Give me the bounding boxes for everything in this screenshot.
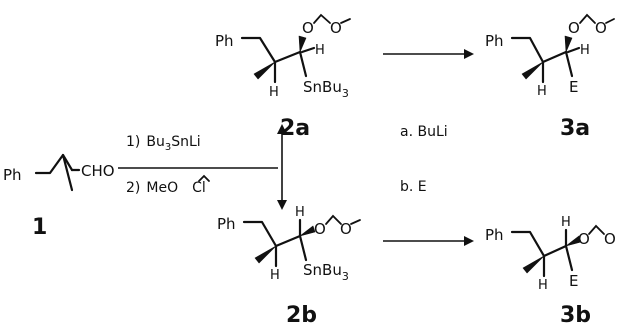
compound-3b-o-label: O	[578, 230, 590, 248]
compound-2a-o-wedge	[298, 35, 307, 53]
reaction-arrow-bottom-head	[464, 236, 474, 246]
compound-2b-sn-label: SnBu3	[303, 261, 349, 283]
compound-3b-ch2-bonds	[510, 230, 546, 258]
compound-1-methyl-bond	[61, 153, 74, 192]
compound-3a-o-label: O	[568, 19, 580, 37]
reagent-ch2-caret	[198, 174, 210, 182]
compound-2a: Ph H O O H SnBu3 2a	[215, 13, 351, 141]
compound-3b-h-lower: H	[538, 278, 548, 293]
split-arrow-head-down	[277, 200, 287, 210]
compound-1-number: 1	[32, 215, 47, 240]
compound-1-chain-bonds	[34, 153, 74, 175]
compound-3a-o-wedge	[564, 35, 573, 53]
compound-2b-methyl-wedge	[254, 245, 277, 264]
compound-2b-mom-methyl	[350, 219, 361, 225]
compound-2b-o-wedge	[299, 225, 316, 237]
compound-2a-ch-bond	[300, 46, 316, 54]
compound-3a-number: 3a	[560, 116, 590, 141]
compound-2b: Ph H H O O SnBu3 2b	[217, 205, 361, 328]
split-arrow-head-up	[277, 124, 287, 134]
compound-2a-mom-methyl	[340, 18, 351, 24]
compound-2a-o2-label: O	[330, 19, 342, 37]
compound-3a-methyl-wedge	[521, 61, 544, 80]
compound-2b-ch2-bonds	[242, 220, 278, 248]
compound-2a-number: 2a	[280, 116, 310, 141]
compound-3b: Ph H H O O E 3b	[485, 215, 616, 328]
compound-3b-h-label: H	[561, 215, 571, 230]
compound-3b-mom-ch2	[588, 224, 605, 235]
compound-3b-ph-label: Ph	[485, 226, 504, 244]
compound-3a-o2-label: O	[595, 19, 607, 37]
compound-3b-o2-label: O	[604, 230, 616, 248]
compound-2a-h-lower: H	[269, 85, 279, 100]
compound-3a-ch2-bonds	[510, 36, 545, 64]
compound-1-ph-label: Ph	[3, 166, 22, 184]
compound-2a-mom-ch2	[313, 13, 331, 24]
compound-2a-sn-label: SnBu3	[303, 78, 349, 100]
compound-3b-methyl-wedge	[522, 255, 545, 274]
compound-2b-o2-label: O	[340, 220, 352, 238]
compound-2b-number: 2b	[286, 303, 317, 328]
condition-a: a. BuLi	[400, 124, 448, 140]
compound-2a-cc-bond	[273, 50, 302, 64]
compound-3a-h-lower: H	[537, 84, 547, 99]
compound-3b-e-label: E	[569, 272, 578, 290]
compound-3a-ph-label: Ph	[485, 32, 504, 50]
compound-2a-o-label: O	[302, 19, 314, 37]
condition-b: b. E	[400, 179, 427, 195]
compound-2b-ph-label: Ph	[217, 215, 236, 233]
compound-2a-ph-label: Ph	[215, 32, 234, 50]
compound-3b-cc-bond	[542, 244, 568, 258]
compound-2a-ch2-bonds	[240, 36, 277, 64]
compound-2b-sn-bond	[298, 234, 308, 262]
reagent-step-1: 1)Bu3SnLi	[126, 134, 201, 153]
compound-3a-ch-bond	[566, 46, 581, 54]
compound-3a-h-label: H	[580, 43, 590, 58]
compound-3a-e-bond	[564, 50, 574, 78]
compound-2a-methyl-wedge	[253, 61, 276, 80]
compound-3a-mom-methyl	[605, 18, 615, 24]
compound-2b-cc-bond	[274, 234, 302, 248]
compound-3a-e-label: E	[569, 78, 578, 96]
compound-2b-mom-ch2	[325, 214, 342, 225]
compound-2b-o-label: O	[314, 220, 326, 238]
compound-3a-mom-ch2	[579, 13, 596, 24]
compound-2a-h-label: H	[315, 43, 325, 58]
compound-1-cho-label: CHO	[81, 162, 115, 180]
compound-2b-h-lower: H	[270, 268, 280, 283]
conditions-group: a. BuLi b. E	[383, 49, 474, 246]
compound-3b-number: 3b	[560, 303, 591, 328]
compound-1: Ph CHO 1	[3, 153, 115, 240]
compound-2b-h-label: H	[295, 205, 305, 220]
compound-2a-sn-bond	[298, 50, 308, 78]
compound-3b-e-bond	[564, 244, 574, 272]
compound-3a: Ph H O O H E 3a	[485, 13, 615, 141]
compound-3b-o-wedge	[565, 235, 582, 247]
compound-3a-cc-bond	[541, 50, 568, 64]
reaction-arrow-top-head	[464, 49, 474, 59]
